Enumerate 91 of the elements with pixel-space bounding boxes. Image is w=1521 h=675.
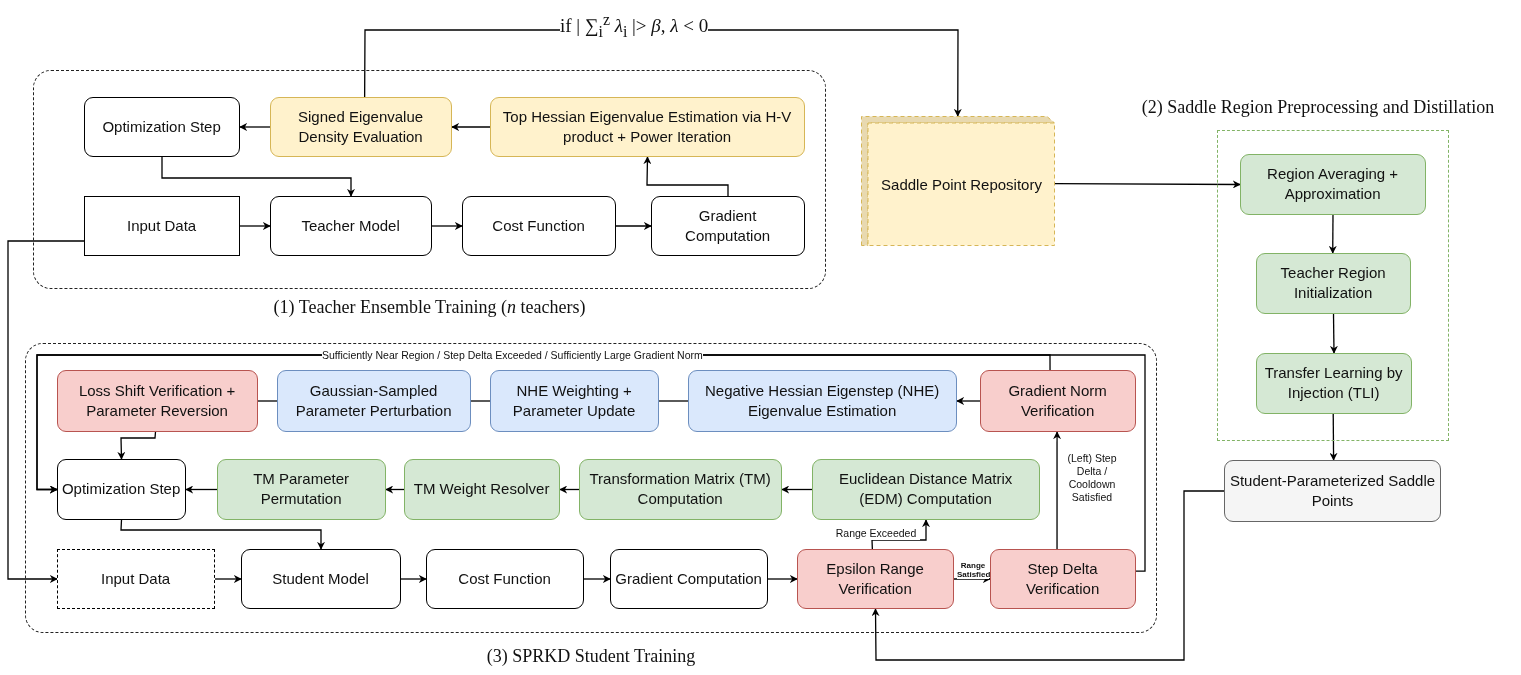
arrow [239, 123, 271, 131]
arrow [431, 222, 463, 230]
process-box [461, 195, 616, 256]
process-box [578, 458, 782, 520]
node-label: NHE Weighting + Parameter Update [511, 380, 637, 421]
node-label: Student Model [271, 568, 370, 589]
connector-line [658, 400, 689, 402]
process-box [489, 369, 659, 432]
arrow [1328, 214, 1337, 254]
arrow [953, 575, 991, 583]
process-box [83, 96, 240, 157]
connector-line [257, 400, 278, 402]
group-heading: (1) Teacher Ensemble Training (n teachers) [272, 297, 587, 318]
process-box [1255, 352, 1412, 414]
node-label: TM Weight Resolver [412, 479, 551, 500]
arrow [956, 397, 981, 405]
output-box [1224, 460, 1441, 522]
process-box [609, 548, 768, 609]
process-box [276, 369, 471, 432]
process-box [979, 369, 1136, 432]
arrow [767, 575, 798, 583]
process-box [56, 458, 186, 520]
group-heading: (3) SPRKD Student Training [485, 646, 697, 667]
process-box [989, 548, 1136, 609]
node-label: Region Averaging + Approximation [1266, 164, 1400, 205]
node-label: Optimization Step [101, 116, 222, 137]
arrow [239, 222, 271, 230]
node-label: Optimization Step [60, 479, 182, 500]
arrow [643, 156, 729, 197]
node-label: Top Hessian Eigenvalue Estimation via H-V product + Power Iteration [501, 106, 793, 147]
input-box [83, 195, 240, 256]
process-box [650, 195, 805, 256]
process-box [269, 195, 432, 256]
node-label: Epsilon Range Verification [825, 558, 925, 599]
node-label: Euclidean Distance Matrix (EDM) Computation [837, 469, 1014, 510]
process-box [489, 96, 805, 157]
arrow [1329, 413, 1338, 461]
arrow [451, 123, 491, 131]
node-label: Negative Hessian Eigenstep (NHE) Eigenvalue Estimation [703, 380, 941, 421]
arrow [871, 490, 1225, 661]
node-label: Teacher Region Initialization [1279, 263, 1387, 304]
arrow [400, 575, 427, 583]
process-box [269, 96, 452, 157]
arrow [161, 156, 355, 197]
node-label: Input Data [100, 568, 172, 589]
node-label: Step Delta Verification [1024, 558, 1101, 599]
input-box [56, 548, 215, 609]
process-box [56, 369, 258, 432]
node-label: Teacher Model [300, 215, 401, 236]
arrow [781, 485, 813, 494]
arrow [185, 485, 218, 494]
arrow [117, 431, 157, 460]
node-label: Gradient Computation [614, 568, 763, 589]
edge-label: Range Satisfied [957, 561, 989, 579]
arrow [1053, 431, 1062, 550]
edge-label: Sufficiently Near Region / Step Delta Exceeded / Sufficiently Large Gradient Norm [322, 349, 703, 362]
arrow [214, 575, 242, 583]
node-label: TM Parameter Permutation [252, 469, 350, 510]
process-box [216, 458, 386, 520]
process-box [811, 458, 1040, 520]
node-label: Student-Parameterized Saddle Points [1228, 471, 1437, 511]
node-label: Transfer Learning by Injection (TLI) [1263, 363, 1404, 404]
node-label: Cost Function [491, 215, 586, 236]
process-box [1239, 153, 1426, 215]
storage-box [861, 116, 1055, 246]
process-box [1255, 252, 1411, 314]
arrow [7, 240, 85, 583]
arrow [1329, 313, 1338, 354]
node-label: Signed Eigenvalue Density Evaluation [297, 106, 425, 147]
node-label: Gradient Norm Verification [1007, 380, 1108, 421]
process-box [240, 548, 401, 609]
node-label: Gradient Computation [684, 205, 772, 246]
process-box [687, 369, 957, 432]
arrow [559, 485, 580, 494]
arrow [583, 575, 611, 583]
arrow [1054, 180, 1241, 189]
node-label: Gaussian-Sampled Parameter Perturbation [294, 380, 453, 421]
process-box [403, 458, 560, 520]
node-label: Transformation Matrix (TM) Computation [588, 469, 772, 510]
process-box [425, 548, 584, 609]
arrow [871, 519, 930, 550]
arrow [120, 519, 325, 550]
node-label: Cost Function [457, 568, 552, 589]
connector-line [470, 400, 491, 402]
group-heading: (2) Saddle Region Preprocessing and Distillation [1140, 97, 1496, 118]
node-label: Saddle Point Repository [880, 174, 1043, 195]
arrow [615, 222, 652, 230]
node-label: Loss Shift Verification + Parameter Reversion [77, 380, 237, 421]
node-label: Input Data [126, 215, 198, 236]
process-box [796, 548, 954, 609]
arrow [385, 485, 405, 494]
